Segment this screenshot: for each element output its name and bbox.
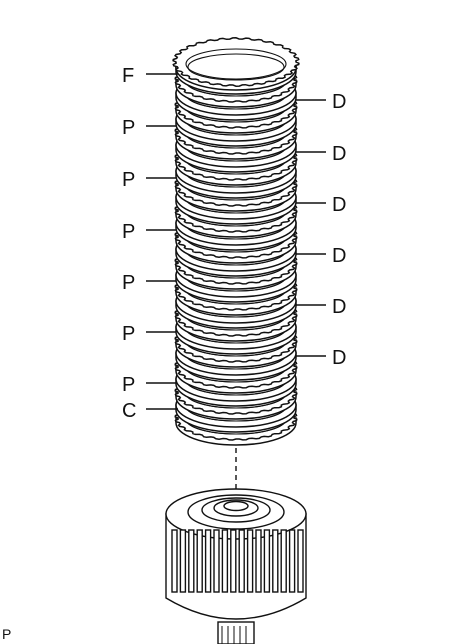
drum-tooth [238, 529, 245, 593]
shaft-stub [217, 621, 255, 644]
drum-tooth [171, 529, 178, 593]
drum-tooth [230, 529, 237, 593]
drum-tooth [288, 529, 296, 593]
flange-inner-lip [187, 53, 285, 81]
drum-tooth [213, 529, 220, 593]
label-plate-P-4: P [122, 272, 135, 294]
flange-outer-toothed [172, 37, 300, 87]
leader-lines [146, 73, 326, 410]
label-disc-D-6: D [332, 347, 346, 369]
drum-spline-teeth [171, 529, 304, 593]
label-flange-F: F [122, 65, 134, 87]
label-disc-D-3: D [332, 194, 346, 216]
drum-tooth [221, 529, 229, 593]
drum-tooth [255, 529, 262, 593]
label-plate-P-6: P [122, 374, 135, 396]
drum-tooth [263, 529, 271, 593]
drum-tooth [280, 529, 287, 593]
label-plate-P-1: P [122, 117, 135, 139]
label-disc-D-2: D [332, 143, 346, 165]
plate-stack [172, 37, 300, 446]
drum-tooth [246, 529, 254, 593]
drum-tooth [179, 529, 187, 593]
drum-tooth [297, 529, 304, 593]
drum-tooth [188, 529, 195, 593]
hub-bore [223, 500, 249, 512]
flange-inner [185, 48, 287, 80]
label-disc-D-5: D [332, 296, 346, 318]
drum-tooth [196, 529, 203, 593]
label-plate-P-3: P [122, 221, 135, 243]
clutch-hub-drum [165, 448, 307, 644]
label-disc-D-4: D [332, 245, 346, 267]
label-cushion-C: C [122, 400, 136, 422]
footer-mark: P [2, 626, 11, 642]
label-plate-P-2: P [122, 169, 135, 191]
flange-ring [172, 37, 300, 91]
drum-tooth [272, 529, 279, 593]
drum-tooth [204, 529, 212, 593]
label-plate-P-5: P [122, 323, 135, 345]
label-disc-D-1: D [332, 91, 346, 113]
